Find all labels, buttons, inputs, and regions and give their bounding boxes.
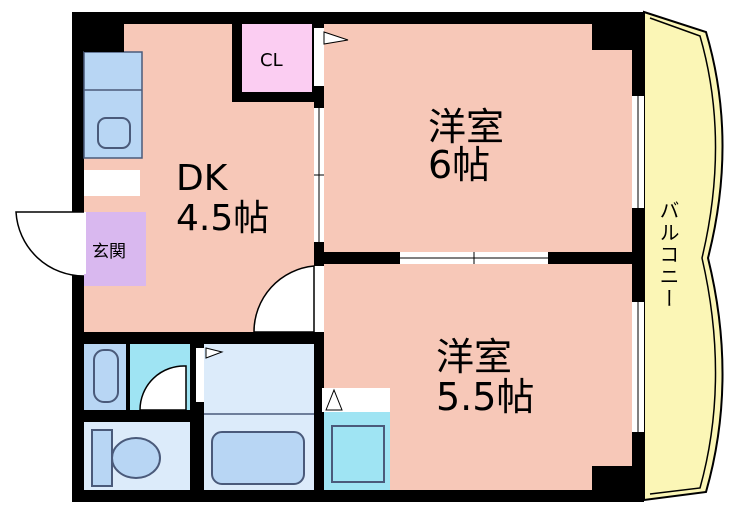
western-room-1 [324, 24, 632, 252]
entrance-area [84, 212, 146, 286]
toilet-bowl [111, 437, 161, 479]
balcony-inner-line [649, 17, 717, 495]
washing-machine-pan [331, 425, 385, 483]
pillar [592, 24, 632, 50]
bath-door-gap [196, 348, 204, 402]
closet-label: CL [260, 50, 283, 71]
washroom-door-swing [139, 365, 187, 411]
western-room-1-name: 洋室 [428, 105, 504, 149]
balcony-area [643, 10, 724, 502]
appliance-slot [84, 170, 140, 196]
closet-door-mark [323, 31, 349, 45]
pillar [592, 466, 632, 490]
toilet-tank [91, 429, 113, 487]
entrance-label: 玄関 [92, 242, 126, 262]
western-room-2-size: 5.5帖 [436, 375, 534, 419]
bath-door-mark [205, 347, 224, 359]
balcony-label: バルコニー [656, 200, 680, 310]
kitchen-sink [97, 117, 131, 149]
western-room-2-name: 洋室 [436, 335, 512, 379]
pillar [84, 24, 124, 52]
washbasin [93, 349, 119, 403]
dk-room2-door-swing [253, 265, 315, 333]
dk-room-size: 4.5帖 [176, 198, 269, 239]
dk-room-name: DK [176, 158, 229, 199]
western-room-1-size: 6帖 [428, 143, 490, 187]
dk-room2-door-gap [314, 266, 324, 332]
storage-door-mark [325, 388, 343, 411]
entrance-door-swing [15, 211, 85, 277]
closet-area [242, 24, 312, 92]
bathtub [211, 431, 305, 485]
closet-door-gap [314, 28, 324, 86]
